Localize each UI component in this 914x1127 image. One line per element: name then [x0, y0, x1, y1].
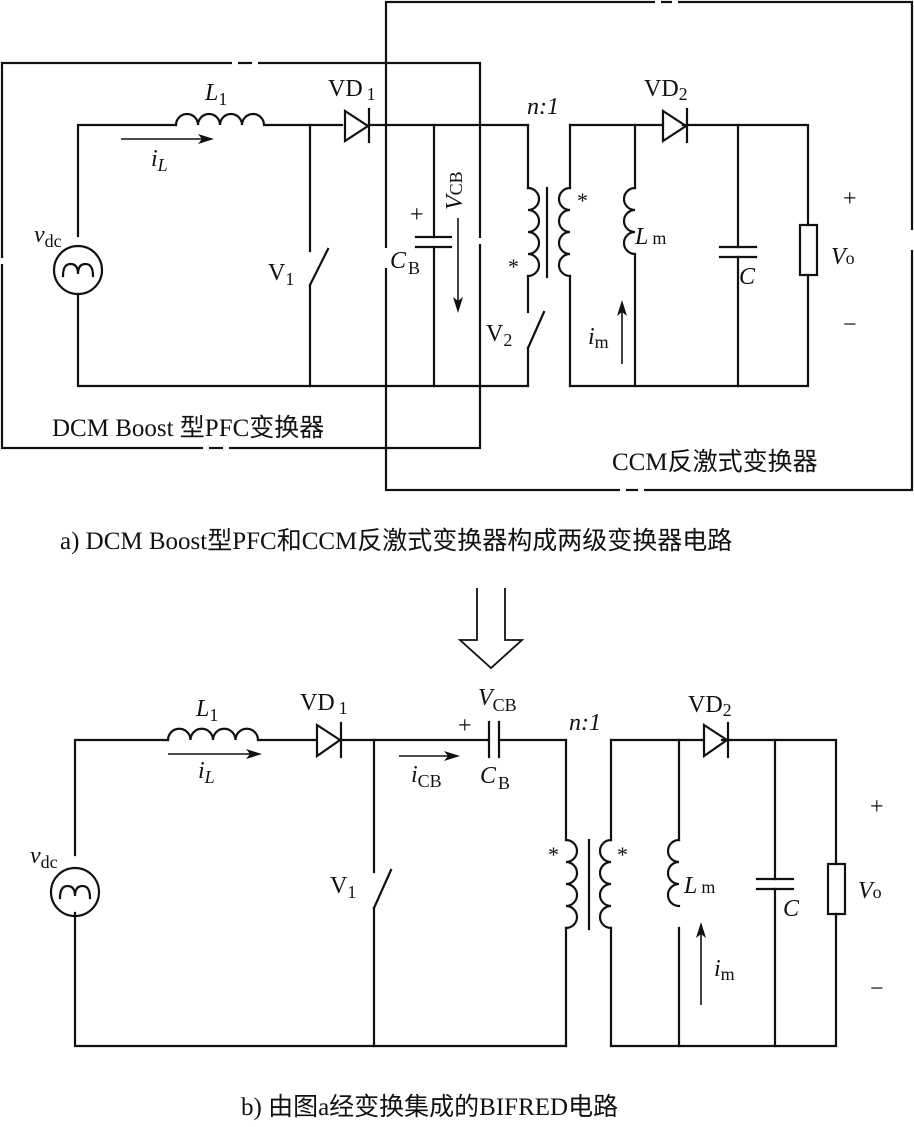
- flyback-box-label: CCM反激式变换器: [612, 448, 818, 476]
- turns-ratio-label: n:1: [569, 710, 601, 736]
- secondary-dot: *: [577, 188, 588, 213]
- icb-label: i: [411, 762, 418, 788]
- arrow-up-icon: [617, 300, 627, 316]
- load-resistor: [826, 862, 847, 916]
- ac-source-icon: [49, 866, 101, 918]
- vo-minus-label: −: [870, 976, 884, 1002]
- lm-label: L: [634, 224, 648, 250]
- secondary-dot: *: [617, 842, 628, 867]
- vo-plus-label: +: [870, 794, 884, 820]
- diode-vd1: [315, 721, 343, 759]
- vcb-label: V: [478, 685, 495, 711]
- vcb-label: V: [442, 193, 468, 210]
- svg-text:VD1: VD1: [300, 690, 348, 718]
- diode-vd2: [661, 107, 689, 144]
- ac-source-icon: [52, 244, 104, 296]
- svg-text:vdc: vdc: [34, 222, 62, 251]
- diode-vd2: [702, 721, 730, 759]
- vd2-label: VD: [644, 76, 679, 102]
- l1-label: L: [195, 696, 209, 722]
- svg-text:VD2: VD2: [644, 76, 688, 104]
- figure-b-caption: b) 由图a经变换集成的BIFRED电路: [241, 1093, 618, 1121]
- im-label: i: [714, 956, 721, 982]
- c-label: C: [783, 896, 800, 922]
- vdc-label: v: [34, 222, 45, 248]
- cb-label: C: [480, 763, 497, 789]
- turns-ratio-label: n:1: [527, 94, 559, 120]
- svg-text:Lm: Lm: [634, 224, 666, 250]
- svg-text:iCB: iCB: [411, 762, 442, 791]
- svg-text:VCB: VCB: [478, 685, 517, 715]
- svg-text:L1: L1: [195, 696, 218, 725]
- svg-text:L1: L1: [204, 80, 227, 109]
- figure-a-caption: a) DCM Boost型PFC和CCM反激式变换器构成两级变换器电路: [60, 527, 732, 555]
- svg-text:CB: CB: [480, 763, 510, 793]
- cb-plus-label: +: [410, 202, 424, 228]
- c-label: C: [739, 264, 756, 290]
- svg-text:n:1: n:1: [569, 710, 601, 736]
- arrow-right-icon: [198, 134, 214, 144]
- svg-text:V1: V1: [268, 260, 294, 289]
- im-label: i: [588, 324, 595, 350]
- boost-pfc-box: [0, 61, 482, 450]
- vdc-label: v: [30, 843, 41, 869]
- vd1-label: VD: [328, 76, 363, 102]
- svg-text:Vo: Vo: [858, 878, 882, 904]
- svg-text:im: im: [588, 324, 609, 352]
- svg-text:VD2: VD2: [688, 692, 732, 720]
- lm-label: L: [683, 873, 697, 899]
- diode-vd1: [343, 107, 371, 144]
- il-label: i: [198, 758, 205, 784]
- v2-label: V: [486, 321, 504, 347]
- flyback-box: [384, 0, 914, 492]
- arrow-right-icon: [246, 749, 262, 759]
- svg-text:Vo: Vo: [831, 244, 855, 270]
- svg-text:VD1: VD1: [328, 76, 376, 104]
- load-resistor: [798, 223, 819, 277]
- svg-text:V1: V1: [330, 873, 356, 902]
- primary-dot: *: [508, 254, 519, 279]
- vd1-label: VD: [300, 690, 335, 716]
- cb-plus-label: +: [458, 713, 472, 739]
- inductor-l1: [174, 112, 266, 127]
- vo-minus-label: −: [843, 312, 857, 338]
- arrow-down-icon: [453, 297, 463, 313]
- cb-label: C: [390, 248, 407, 274]
- arrow-up-icon: [696, 922, 706, 938]
- svg-text:CB: CB: [390, 248, 420, 278]
- primary-dot: *: [548, 842, 559, 867]
- v1-label: V: [330, 873, 348, 899]
- vd2-label: VD: [688, 692, 723, 718]
- svg-text:iL: iL: [198, 758, 215, 787]
- svg-text:n:1: n:1: [527, 94, 559, 120]
- svg-text:vdc: vdc: [30, 843, 58, 872]
- svg-text:VCB: VCB: [442, 171, 468, 210]
- svg-text:im: im: [714, 956, 735, 984]
- boost-pfc-box-label: DCM Boost 型PFC变换器: [52, 414, 324, 442]
- l1-label: L: [204, 80, 218, 106]
- svg-text:Lm: Lm: [683, 873, 715, 899]
- inductor-l1: [166, 727, 260, 742]
- svg-text:iL: iL: [151, 146, 168, 175]
- vo-label: V: [858, 878, 875, 904]
- il-label: i: [151, 146, 158, 172]
- svg-text:V2: V2: [486, 321, 512, 350]
- arrow-right-icon: [444, 751, 460, 761]
- vo-plus-label: +: [843, 186, 857, 212]
- vo-label: V: [831, 244, 848, 270]
- v1-label: V: [268, 260, 286, 286]
- down-hollow-arrow-icon: [457, 588, 525, 670]
